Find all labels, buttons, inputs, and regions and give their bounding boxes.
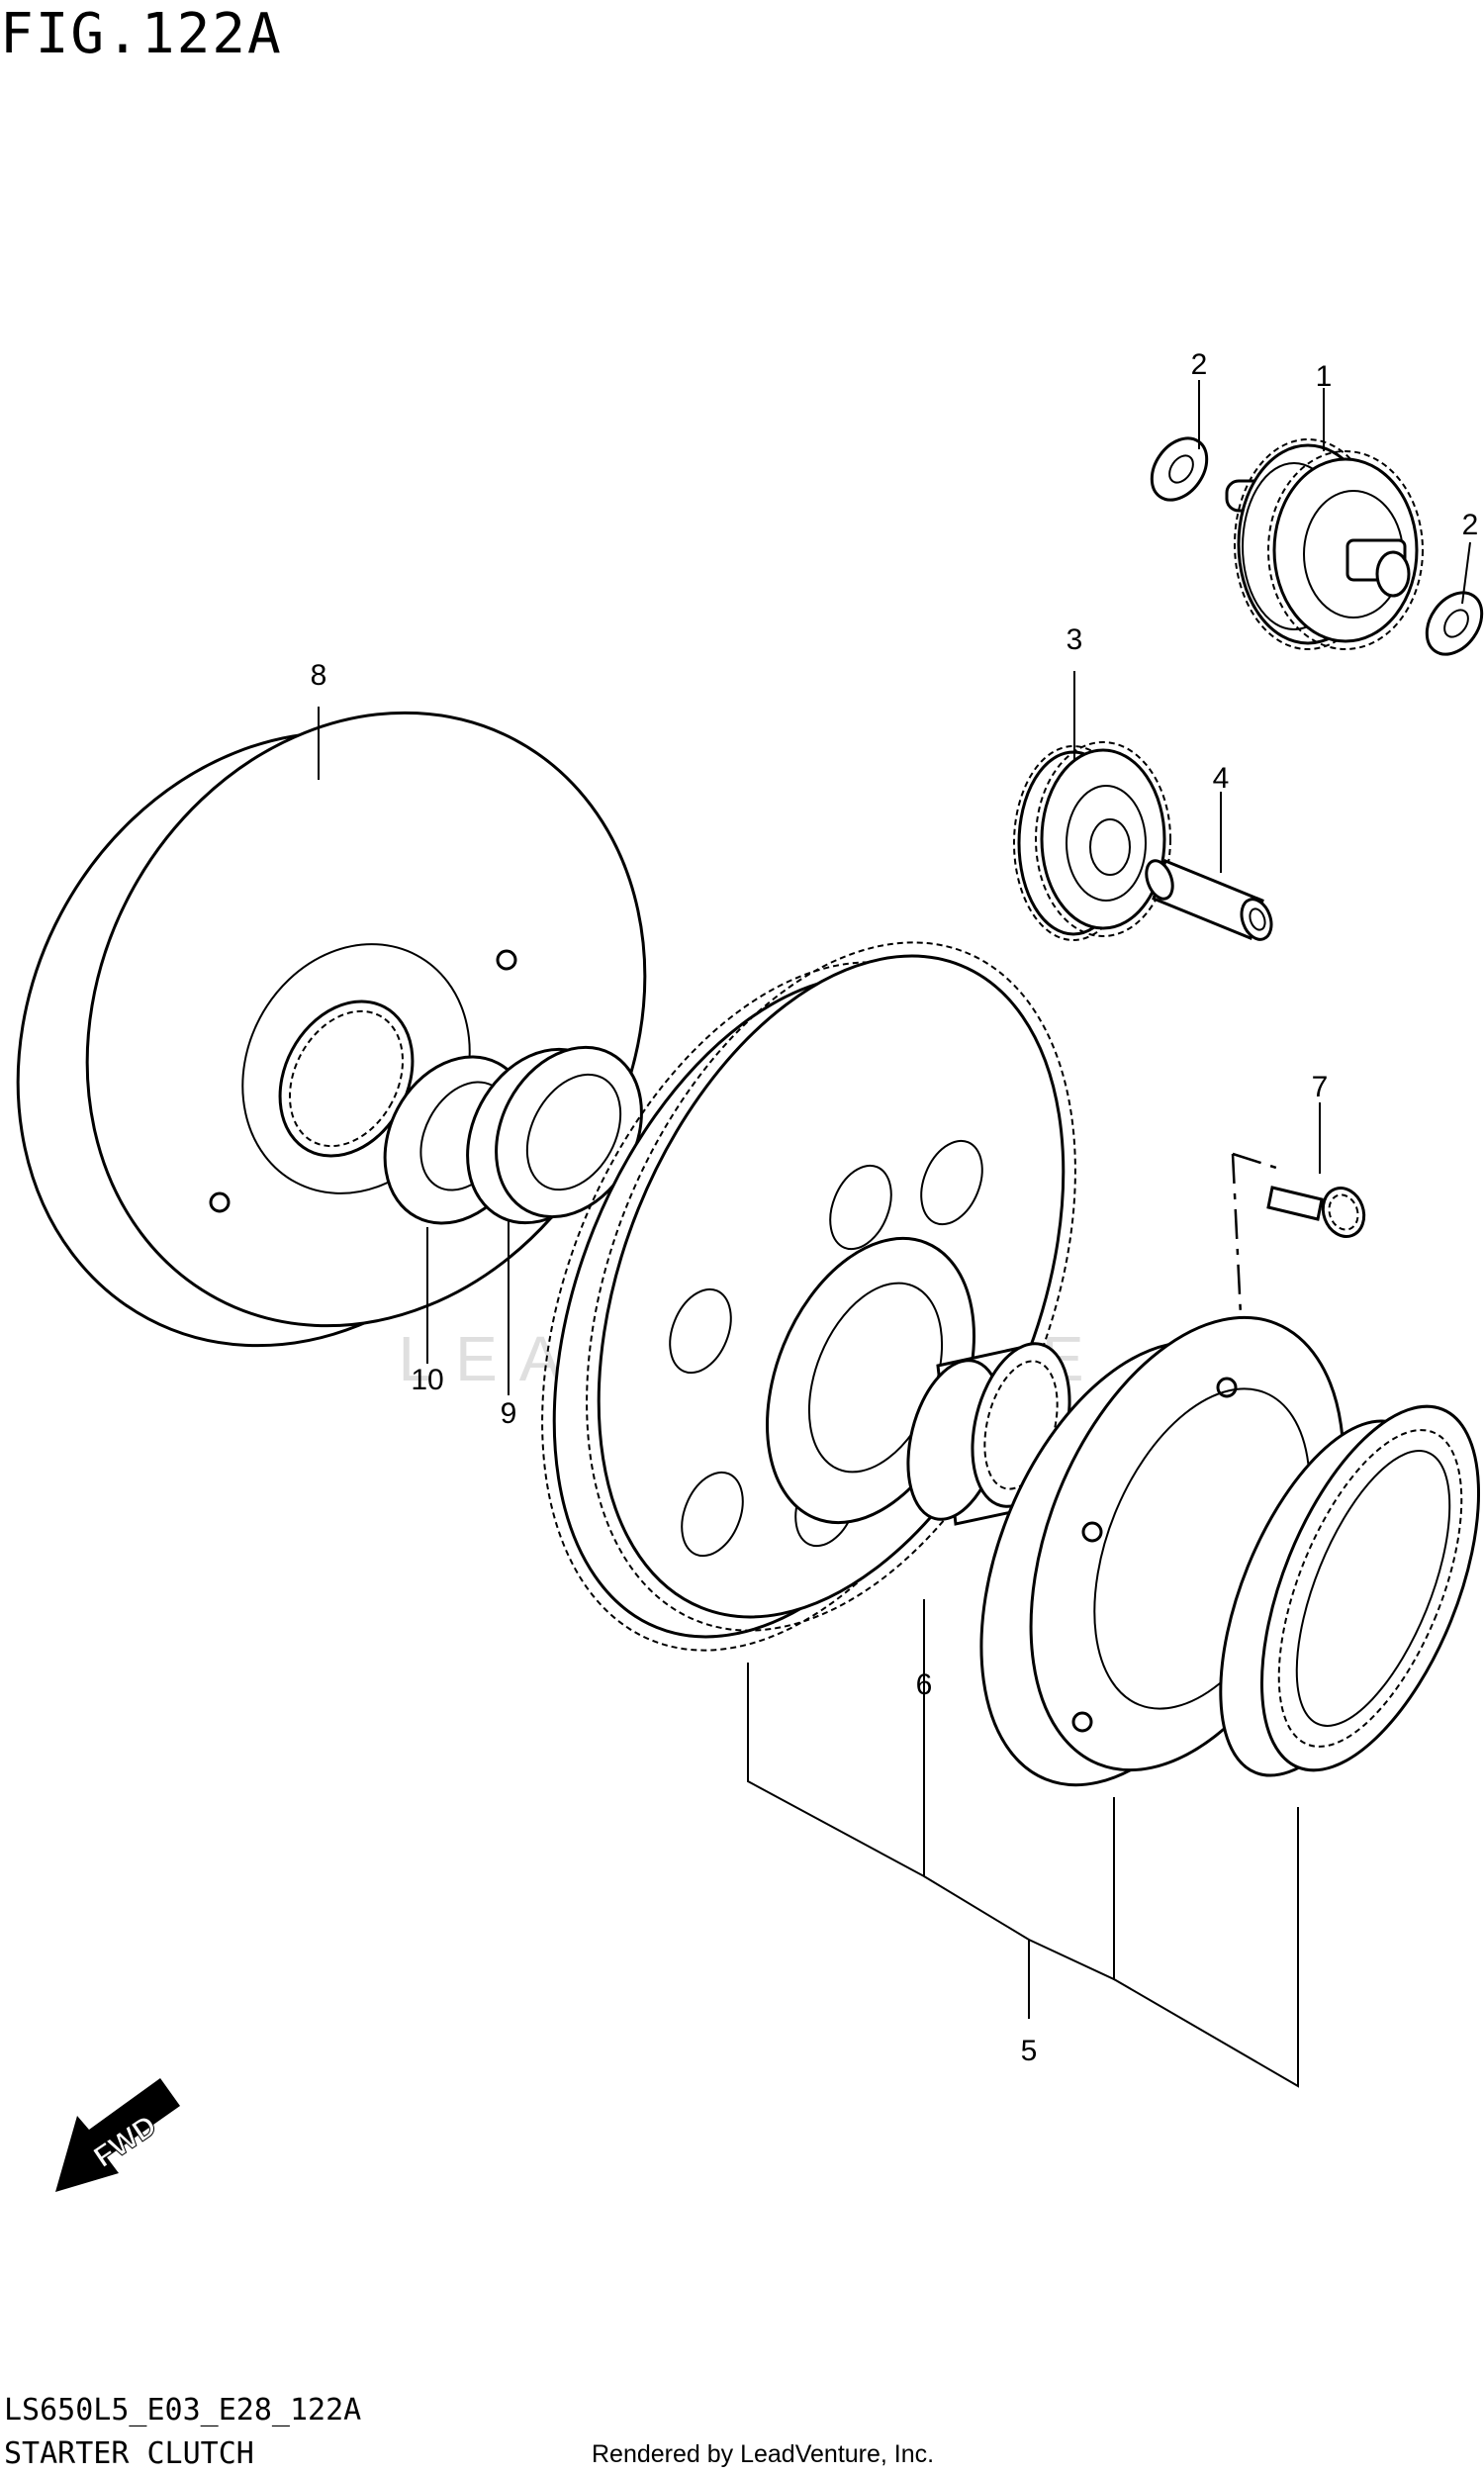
callout-6: 6 (916, 1668, 933, 1701)
diagram-name: STARTER CLUTCH (4, 2436, 254, 2471)
part-5-one-way-clutch[interactable] (1177, 1377, 1484, 1804)
part-4-shaft[interactable] (1142, 857, 1276, 943)
callout-2-right: 2 (1462, 509, 1479, 541)
part-7-bolt[interactable] (1266, 1183, 1370, 1243)
callout-8: 8 (311, 659, 327, 692)
callout-2-left: 2 (1191, 348, 1208, 381)
callout-7: 7 (1312, 1071, 1329, 1103)
model-code: LS650L5_E03_E28_122A (4, 2393, 362, 2428)
part-1-idler-gear[interactable] (1225, 438, 1424, 650)
part-9-nut[interactable] (438, 1022, 670, 1249)
fwd-arrow: FWD (55, 2078, 180, 2192)
part-2-washer-right[interactable] (1416, 582, 1484, 664)
callout-3: 3 (1067, 623, 1083, 656)
callout-4: 4 (1213, 762, 1230, 795)
part-3-idler-gear[interactable] (1013, 741, 1171, 941)
callout-5: 5 (1021, 2035, 1038, 2067)
callout-10: 10 (411, 1364, 443, 1396)
render-credit: Rendered by LeadVenture, Inc. (592, 2440, 935, 2468)
callout-9: 9 (501, 1397, 517, 1430)
figure-title: FIG.122A (0, 2, 283, 66)
part-2-washer-left[interactable] (1141, 428, 1218, 510)
callout-1: 1 (1316, 360, 1333, 393)
leader-lines (318, 380, 1471, 2088)
